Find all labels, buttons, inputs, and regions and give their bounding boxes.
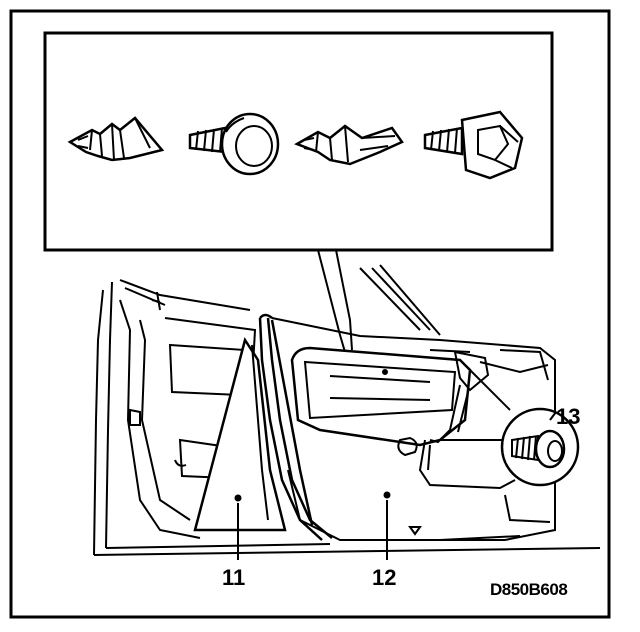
callout-11-label: 11: [222, 565, 246, 590]
clip-arrow-icon-1: [67, 116, 165, 162]
clip-flanged-head-icon: [423, 110, 524, 180]
callout-12-label: 12: [372, 565, 397, 590]
front-trim-panel-12: [271, 317, 556, 560]
door-seal-strips: [258, 313, 333, 541]
outer-frame: [9, 9, 611, 619]
figure-code: D850B608: [490, 580, 568, 599]
callout-13-label: 13: [556, 404, 581, 429]
car-body-outline: [93, 264, 601, 556]
clip-round-head-icon: [188, 112, 280, 176]
rear-trim-panel-11: [164, 317, 287, 560]
clip-inset-box: [43, 31, 554, 353]
clip-arrow-icon-2: [294, 124, 404, 166]
fastener-detail-13: [500, 407, 580, 487]
